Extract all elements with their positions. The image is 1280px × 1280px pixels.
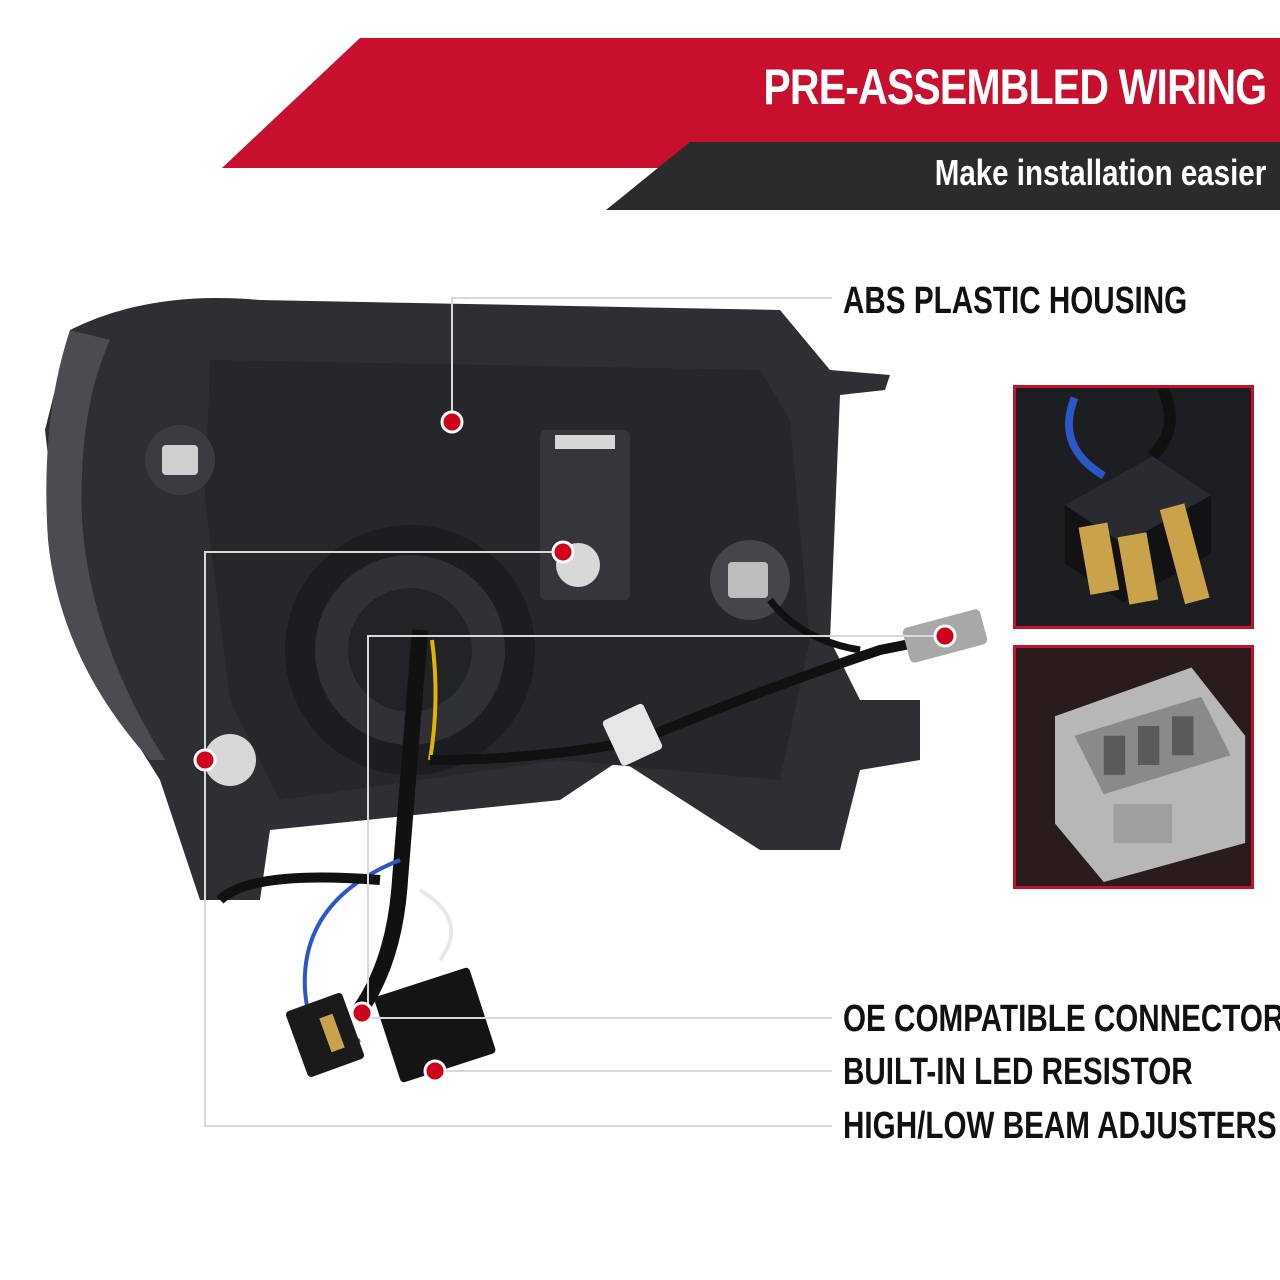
inset-oe-connector-photo: [1013, 645, 1254, 889]
inline-connector: [602, 703, 663, 766]
white-wire: [418, 888, 454, 962]
marker-lower-adjuster: [193, 748, 217, 772]
oe-3-pin-connector-icon: [1016, 648, 1251, 886]
callout-oe-compatible-connectors: OE COMPATIBLE CONNECTORS: [843, 998, 1280, 1040]
side-socket-plug: [162, 445, 198, 475]
leader-oe-connectors: [367, 635, 945, 1019]
callout-built-in-led-resistor: BUILT-IN LED RESISTOR: [843, 1051, 1193, 1093]
main-harness-wire: [353, 629, 428, 1015]
leader-abs-housing: [451, 297, 832, 420]
h4-plug-body: [285, 992, 365, 1078]
lower-adjuster-knob: [204, 734, 256, 786]
banner-background: [222, 38, 1280, 210]
h4-plug-pin: [319, 1013, 345, 1053]
marker-socket-plug: [728, 562, 768, 598]
subtitle-ribbon: [606, 142, 1280, 210]
title-ribbon: [222, 38, 1280, 168]
marker-oe-connector: [933, 624, 957, 648]
callout-markers: [193, 410, 957, 1083]
top-connector-label: [555, 435, 615, 449]
marker-led-resistor: [423, 1059, 447, 1083]
callout-high-low-beam-adjusters: HIGH/LOW BEAM ADJUSTERS: [843, 1105, 1277, 1147]
banner-subtitle: Make installation easier: [934, 152, 1266, 193]
leader-lines: [204, 297, 945, 1127]
h4-bulb-plug-icon: [1016, 388, 1251, 626]
yellow-wire: [428, 639, 438, 761]
ground-wire: [216, 872, 381, 904]
banner-title: PRE-ASSEMBLED WIRING: [763, 59, 1267, 115]
marker-upper-adjuster: [551, 540, 575, 564]
callout-abs-plastic-housing: ABS PLASTIC HOUSING: [843, 280, 1188, 322]
marker-wire: [767, 597, 861, 654]
marker-h4-connector: [350, 1001, 374, 1025]
headlight-lens-edge: [46, 330, 165, 760]
inset-h4-plug-photo: [1013, 385, 1254, 629]
led-resistor-body: [374, 967, 496, 1083]
leader-beam-adjusters: [204, 551, 832, 1127]
bulb-socket-center: [348, 588, 472, 712]
marker-abs-housing: [440, 410, 464, 434]
